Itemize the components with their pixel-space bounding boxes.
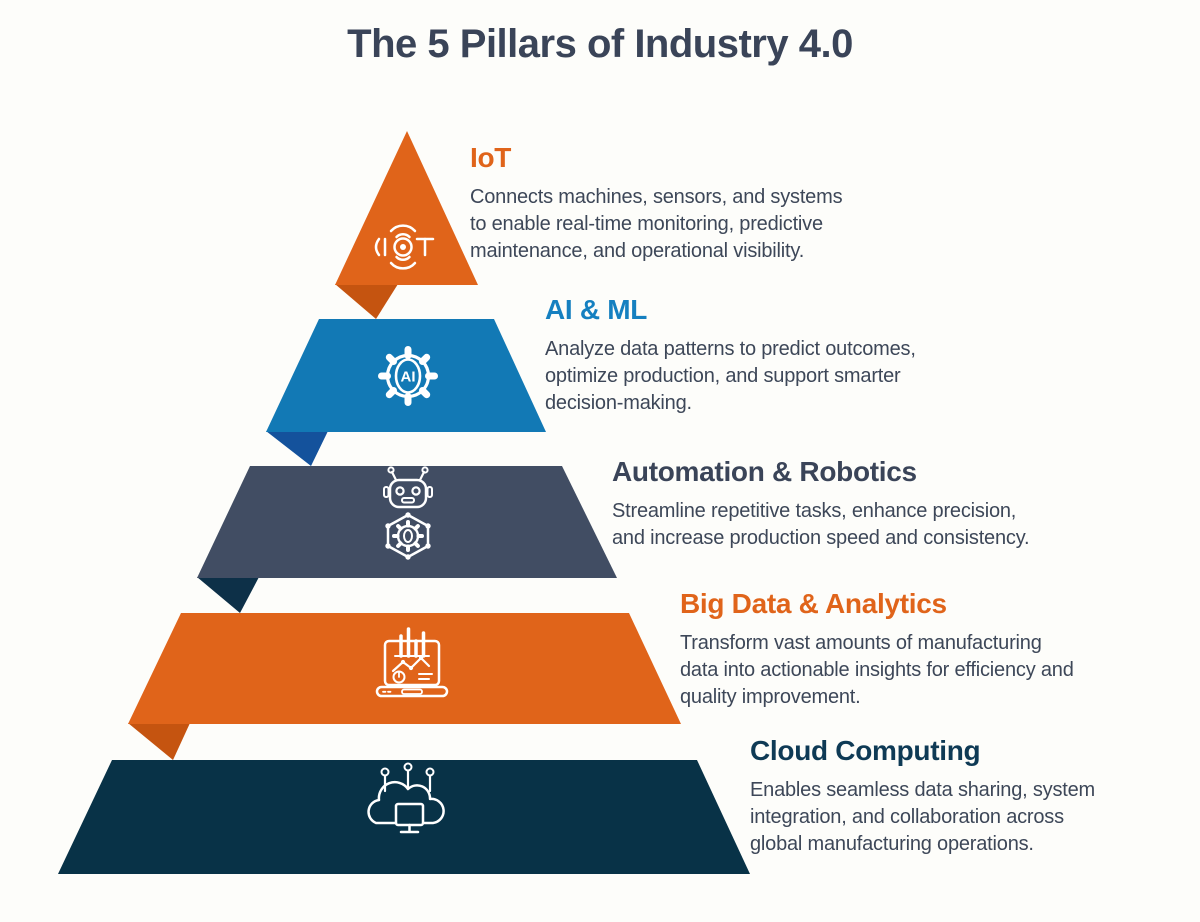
iot-signal-icon bbox=[374, 224, 435, 270]
pyramid-tier-big-data-shape bbox=[128, 613, 681, 724]
tier-description-line: Streamline repetitive tasks, enhance pre… bbox=[612, 500, 1017, 522]
ai-gear-icon: AI bbox=[378, 346, 438, 406]
pyramid-fold-iot bbox=[335, 284, 398, 319]
ai-gear-label: AI bbox=[401, 369, 416, 386]
tier-label-automation: Automation & Robotics Streamline repetit… bbox=[612, 456, 1030, 552]
tier-label-big-data: Big Data & Analytics Transform vast amou… bbox=[680, 588, 1074, 711]
pyramid-tier-iot-shape bbox=[335, 131, 478, 285]
tier-heading-big-data: Big Data & Analytics bbox=[680, 588, 947, 619]
tier-description-line: optimize production, and support smarter bbox=[545, 365, 901, 387]
cloud-computing-icon bbox=[367, 762, 445, 834]
pyramid-fold-big-data bbox=[128, 723, 190, 760]
tier-label-ai-ml: AI & ML Analyze data patterns to predict… bbox=[545, 294, 916, 417]
tier-description-line: to enable real-time monitoring, predicti… bbox=[470, 213, 823, 235]
tier-heading-cloud: Cloud Computing bbox=[750, 735, 981, 766]
pyramid-tier-ai-ml-shape bbox=[266, 319, 546, 432]
tier-description-line: integration, and collaboration across bbox=[750, 806, 1064, 828]
tier-description-line: Analyze data patterns to predict outcome… bbox=[545, 338, 916, 360]
tier-description-line: data into actionable insights for effici… bbox=[680, 659, 1074, 681]
tier-label-iot: IoT Connects machines, sensors, and syst… bbox=[470, 142, 843, 265]
pyramid-fold-ai-ml bbox=[266, 431, 328, 466]
tier-description-line: global manufacturing operations. bbox=[750, 833, 1034, 855]
tier-description-line: Transform vast amounts of manufacturing bbox=[680, 632, 1042, 654]
tier-heading-iot: IoT bbox=[470, 142, 512, 173]
pyramid-fold-automation bbox=[197, 577, 259, 613]
tier-description-line: quality improvement. bbox=[680, 686, 861, 708]
tier-description-line: Connects machines, sensors, and systems bbox=[470, 186, 843, 208]
tier-heading-ai-ml: AI & ML bbox=[545, 294, 648, 325]
tier-heading-automation: Automation & Robotics bbox=[612, 456, 917, 487]
tier-label-cloud: Cloud Computing Enables seamless data sh… bbox=[750, 735, 1095, 858]
tier-description-line: Enables seamless data sharing, system bbox=[750, 779, 1095, 801]
tier-description-line: decision-making. bbox=[545, 392, 692, 414]
tier-description-line: maintenance, and operational visibility. bbox=[470, 240, 805, 262]
page-title: The 5 Pillars of Industry 4.0 bbox=[347, 22, 853, 66]
tier-description-line: and increase production speed and consis… bbox=[612, 527, 1030, 549]
analytics-laptop-icon bbox=[375, 627, 449, 698]
robot-icon bbox=[383, 466, 433, 560]
